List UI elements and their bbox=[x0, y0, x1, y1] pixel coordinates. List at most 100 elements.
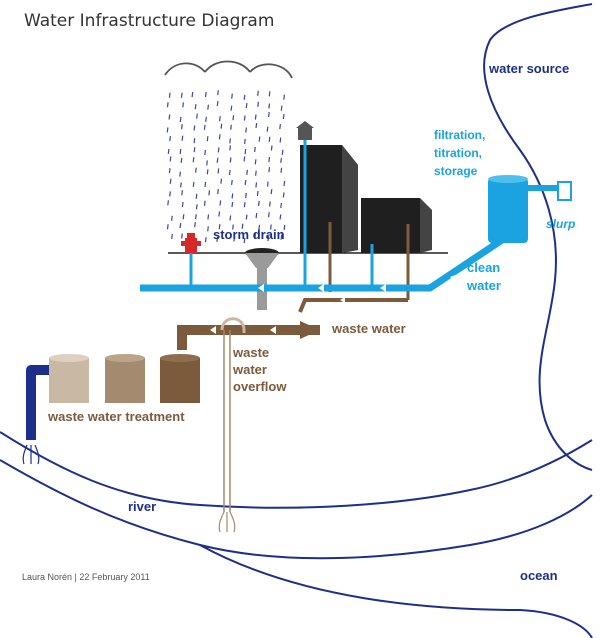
rain-drop bbox=[195, 214, 197, 220]
label-ocean: ocean bbox=[520, 568, 558, 583]
rain-drop bbox=[254, 159, 257, 165]
rain-drop bbox=[195, 167, 197, 173]
rain-drop bbox=[229, 157, 232, 163]
rain-drop bbox=[219, 116, 221, 122]
rain-drop bbox=[283, 181, 286, 187]
rain-drop bbox=[241, 223, 244, 229]
rain-drop bbox=[232, 115, 235, 121]
river-bank-upper bbox=[0, 431, 593, 509]
rain-drop bbox=[231, 179, 233, 185]
rain-drop bbox=[168, 114, 171, 120]
rain-drop bbox=[245, 192, 247, 198]
rain-drop bbox=[217, 188, 219, 195]
rain-drop bbox=[268, 103, 271, 109]
rain-drop bbox=[179, 223, 182, 229]
label-clean-water-1: clean bbox=[467, 260, 500, 275]
rain-drop bbox=[246, 169, 248, 175]
rain-drop bbox=[255, 213, 258, 219]
rain-drop bbox=[206, 136, 209, 142]
rain-drop bbox=[166, 102, 169, 108]
rain-drop bbox=[166, 224, 169, 230]
rain-drop bbox=[270, 224, 272, 230]
rain-drop bbox=[182, 102, 184, 108]
rain-drop bbox=[257, 90, 259, 96]
rain-drop bbox=[282, 114, 285, 120]
rain-drop bbox=[282, 192, 285, 198]
treatment-flow-arrows bbox=[94, 366, 156, 374]
rain-drop bbox=[258, 136, 261, 142]
rain-drop bbox=[268, 136, 271, 142]
rain-drops bbox=[166, 90, 286, 244]
label-overflow-1: waste bbox=[232, 345, 269, 360]
rain-drop bbox=[219, 200, 222, 206]
rain-drop bbox=[257, 101, 259, 107]
rain-drop bbox=[179, 148, 182, 154]
rain-drop bbox=[280, 157, 282, 163]
rain-drop bbox=[216, 157, 219, 163]
rain-drop bbox=[220, 178, 223, 184]
rain-drop bbox=[255, 170, 257, 176]
rain-drop bbox=[203, 200, 206, 206]
river-bank-lower bbox=[0, 459, 593, 560]
rain-drop bbox=[245, 127, 247, 133]
rain-drop bbox=[283, 224, 286, 231]
rain-drop bbox=[243, 237, 246, 244]
rain-drop bbox=[243, 156, 246, 162]
rain-drop bbox=[217, 168, 220, 174]
rain-drop bbox=[268, 91, 271, 97]
rain-drop bbox=[166, 127, 169, 133]
rain-drop bbox=[194, 104, 197, 110]
rain-drop bbox=[255, 182, 258, 188]
rain-drop bbox=[191, 92, 194, 98]
rain-drop bbox=[196, 113, 198, 119]
label-titration: titration, bbox=[434, 146, 482, 160]
rain-drop bbox=[205, 116, 207, 122]
rain-drop bbox=[218, 224, 221, 230]
clean-flow-arrows bbox=[258, 274, 458, 292]
label-water-source: water source bbox=[488, 61, 569, 76]
intake-nozzle bbox=[557, 181, 572, 201]
rain-drop bbox=[279, 124, 281, 130]
rain-drop bbox=[245, 214, 248, 220]
label-waste-water: waste water bbox=[331, 321, 406, 336]
rain-drop bbox=[207, 226, 209, 232]
rain-drop bbox=[256, 190, 259, 197]
rain-drop bbox=[194, 222, 196, 228]
fire-hydrant-icon bbox=[181, 233, 201, 253]
rain-drop bbox=[269, 201, 271, 207]
rain-drop bbox=[179, 171, 181, 177]
label-slurp: slurp bbox=[546, 217, 575, 231]
label-waste-water-treatment: waste water treatment bbox=[47, 409, 185, 424]
credit-line: Laura Norén | 22 February 2011 bbox=[22, 572, 150, 582]
waste-pipe-small-building bbox=[298, 298, 408, 313]
rain-drop bbox=[182, 214, 185, 220]
rain-drop bbox=[270, 189, 273, 195]
rain-drop bbox=[255, 123, 258, 129]
outflow-drip-icon bbox=[22, 444, 40, 465]
rain-drop bbox=[281, 149, 284, 155]
rain-drop bbox=[268, 112, 270, 118]
rain-drop bbox=[181, 233, 183, 239]
waste-main-pipe-head bbox=[300, 321, 320, 339]
rain-drop bbox=[280, 234, 283, 240]
rain-drop bbox=[168, 168, 171, 174]
rain-drop bbox=[192, 181, 195, 187]
rain-drop bbox=[181, 135, 184, 141]
rain-drop bbox=[195, 193, 198, 199]
treated-outflow-pipe bbox=[26, 365, 49, 440]
water-tower-icon bbox=[296, 121, 314, 140]
overflow-outfall-icon bbox=[218, 511, 236, 533]
rain-drop bbox=[204, 181, 207, 188]
waste-flow-arrows bbox=[210, 297, 345, 334]
ocean-shore bbox=[199, 544, 593, 638]
rain-drop bbox=[171, 215, 173, 221]
label-overflow-3: overflow bbox=[233, 379, 287, 394]
rain-drop bbox=[279, 214, 282, 220]
water-source-outline bbox=[483, 3, 593, 471]
rain-drop bbox=[207, 214, 210, 220]
rain-drop bbox=[206, 160, 208, 166]
rain-drop bbox=[244, 179, 247, 186]
rain-drop bbox=[243, 115, 246, 121]
rain-drop bbox=[280, 167, 283, 173]
